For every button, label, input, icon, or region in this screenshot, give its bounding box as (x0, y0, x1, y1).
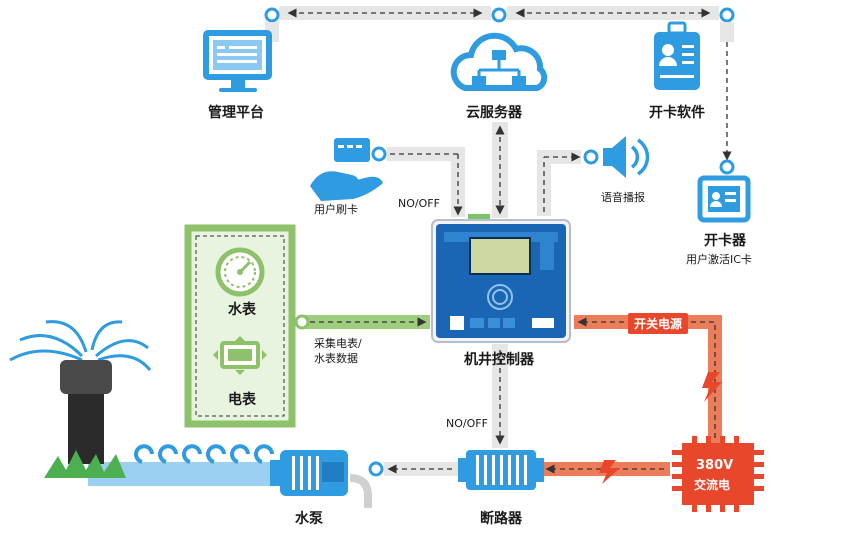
lightning-icon-2 (599, 460, 620, 484)
card-machine-sub-label: 用户激活IC卡 (686, 253, 752, 266)
hand-card-icon (310, 138, 387, 201)
swipe-controller-link (387, 147, 465, 217)
electric-meter-icon (213, 336, 267, 375)
sprinkler-icon (9, 320, 152, 478)
lightning-icon (702, 372, 722, 402)
power-link (574, 315, 722, 443)
cloud-controller-link (492, 122, 508, 218)
no-off-bottom-label: NO/OFF (446, 417, 488, 430)
meter-controller-link (294, 314, 430, 330)
monitor-icon (203, 30, 272, 92)
water-meter-icon (215, 247, 265, 297)
pump-label: 水泵 (295, 511, 323, 527)
ac-breaker-link (542, 460, 670, 484)
breaker-pump-link (368, 461, 458, 477)
user-swipe-label: 用户刷卡 (314, 203, 358, 216)
card-software-stub (720, 22, 734, 42)
controller-voice-link (537, 149, 599, 216)
top-connector-dots (264, 7, 735, 23)
voice-broadcast-label: 语音播报 (601, 191, 645, 204)
power-switch-tag: 开关电源 (628, 313, 689, 334)
cloud-server-label: 云服务器 (466, 105, 522, 121)
controller-breaker-link (492, 344, 508, 448)
ac-380-line2: 交流电 (694, 478, 731, 492)
ac-380-line1: 380V (696, 458, 734, 473)
breaker-label: 断路器 (480, 511, 522, 527)
water-meter-label: 水表 (228, 302, 256, 318)
management-platform-label: 管理平台 (208, 105, 264, 121)
card-software-label: 开卡软件 (649, 105, 705, 121)
controller-device (431, 214, 571, 343)
speaker-icon (603, 136, 650, 178)
id-card-icon (654, 21, 700, 90)
electric-meter-label: 电表 (228, 392, 256, 408)
no-off-top-label: NO/OFF (398, 197, 440, 210)
breaker-icon (458, 450, 544, 490)
cloud-network-icon (450, 32, 548, 91)
collect-line2-label: 水表数据 (314, 352, 358, 365)
collect-line1-label: 采集电表/ (314, 337, 362, 350)
software-cardmachine-link (719, 42, 735, 175)
power-chip-icon (672, 436, 764, 512)
card-reader-icon (697, 175, 751, 223)
controller-label: 机井控制器 (464, 352, 534, 368)
pump-icon (270, 450, 372, 508)
top-connection-bands (279, 6, 719, 20)
card-machine-label: 开卡器 (704, 233, 746, 249)
